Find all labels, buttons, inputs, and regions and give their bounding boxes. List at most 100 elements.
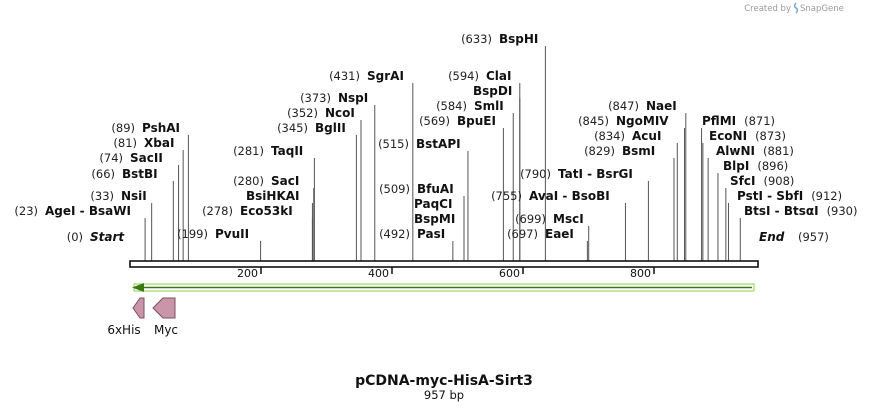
site-enzyme-name[interactable]: BsiHKAI <box>246 189 300 203</box>
site-enzyme-name[interactable]: SacII <box>130 151 163 165</box>
site-enzyme-name[interactable]: AcuI <box>632 129 661 143</box>
site-enzyme-name[interactable]: BspDI <box>473 84 512 98</box>
feature-6xhis[interactable]: 6xHis <box>107 297 145 337</box>
site-position: (697) <box>507 227 538 241</box>
site-enzyme-name[interactable]: PflMI <box>702 114 736 128</box>
restriction-site[interactable]: PflMI (871) <box>702 114 775 128</box>
site-enzyme-name[interactable]: BspHI <box>499 32 538 46</box>
restriction-site[interactable]: SgrAI (431) <box>329 69 404 83</box>
restriction-site[interactable]: NcoI(352) <box>287 106 355 120</box>
site-enzyme-name[interactable]: NaeI <box>646 99 677 113</box>
site-enzyme-name[interactable]: AlwNI <box>716 144 755 158</box>
plasmid-length: 957 bp <box>424 388 464 402</box>
site-enzyme-name[interactable]: BsmI <box>622 144 655 158</box>
site-position: (281) <box>233 144 264 158</box>
site-position: (871) <box>744 114 775 128</box>
restriction-site[interactable]: BfuAI(509) <box>379 182 454 196</box>
site-enzyme-name[interactable]: SgrAI <box>367 69 404 83</box>
site-position: (23) <box>14 204 38 218</box>
site-position: (431) <box>329 69 360 83</box>
site-enzyme-name[interactable]: MscI <box>553 212 584 226</box>
feature-myc-label: Myc <box>154 323 178 337</box>
restriction-site[interactable]: BspMI <box>414 212 455 226</box>
restriction-site[interactable]: BglII(345) <box>277 121 346 135</box>
restriction-site[interactable]: PstI - SbfI(912) <box>737 189 842 203</box>
site-enzyme-name[interactable]: BtsI - BtsαI <box>744 204 819 218</box>
site-enzyme-name[interactable]: AvaI - BsoBI <box>529 189 610 203</box>
site-enzyme-name[interactable]: TaqII <box>271 144 303 158</box>
restriction-site[interactable]: BlpI(896) <box>723 159 788 173</box>
site-enzyme-name[interactable]: AgeI - BsaWI <box>45 204 131 218</box>
site-enzyme-name[interactable]: EcoNI <box>709 129 747 143</box>
site-enzyme-name[interactable]: PasI <box>417 227 445 241</box>
restriction-site[interactable]: AvaI - BsoBI(755) <box>491 189 610 203</box>
site-enzyme-name[interactable]: EaeI <box>545 227 574 241</box>
restriction-site[interactable]: PasI(492) <box>379 227 445 241</box>
site-enzyme-name[interactable]: SmlI <box>474 99 504 113</box>
site-enzyme-name[interactable]: NgoMIV <box>616 114 669 128</box>
restriction-site[interactable]: ClaI(594) <box>448 69 511 83</box>
restriction-site[interactable]: PvuII(199) <box>177 227 249 241</box>
site-enzyme-name[interactable]: NsiI <box>121 189 147 203</box>
restriction-site[interactable]: AlwNI(881) <box>716 144 794 158</box>
site-enzyme-name[interactable]: XbaI <box>144 136 174 150</box>
site-enzyme-name[interactable]: BfuAI <box>417 182 454 196</box>
site-enzyme-name[interactable]: BstBI <box>122 167 158 181</box>
site-enzyme-name[interactable]: BpuEI <box>457 114 496 128</box>
restriction-site[interactable]: SacII(74) <box>99 151 162 165</box>
site-enzyme-name[interactable]: PaqCI <box>414 197 452 211</box>
end-marker: End (957) <box>759 230 829 244</box>
restriction-site[interactable]: BstBI(66) <box>91 167 157 181</box>
restriction-site[interactable]: MscI (699) <box>515 212 584 226</box>
restriction-site[interactable]: EcoNI(873) <box>709 129 786 143</box>
site-position: (790) <box>520 167 551 181</box>
site-position: (834) <box>594 129 625 143</box>
site-position: (699) <box>515 212 546 226</box>
restriction-site[interactable]: AcuI (834) <box>594 129 661 143</box>
restriction-site[interactable]: EaeI (697) <box>507 227 574 241</box>
restriction-site[interactable]: BspHI(633) <box>461 32 538 46</box>
site-enzyme-name[interactable]: TatI - BsrGI <box>558 167 633 181</box>
feature-myc-arrow-icon[interactable] <box>152 297 176 319</box>
restriction-site[interactable]: NsiI (33) <box>90 189 146 203</box>
restriction-site[interactable]: BtsI - BtsαI(930) <box>744 204 858 218</box>
site-enzyme-name[interactable]: BlpI <box>723 159 749 173</box>
site-enzyme-name[interactable]: Eco53kI <box>240 204 293 218</box>
restriction-site[interactable]: BpuEI(569) <box>419 114 496 128</box>
restriction-site[interactable]: TaqII (281) <box>233 144 303 158</box>
restriction-site[interactable]: XbaI(81) <box>113 136 174 150</box>
restriction-site[interactable]: Eco53kI(278) <box>202 204 293 218</box>
start-position: (0) <box>67 230 83 244</box>
restriction-site[interactable]: AgeI - BsaWI (23) <box>14 204 131 218</box>
restriction-site[interactable]: BsmI(829) <box>584 144 655 158</box>
restriction-site[interactable]: PshAI(89) <box>111 121 180 135</box>
sequence-backbone <box>129 260 759 268</box>
site-enzyme-name[interactable]: ClaI <box>486 69 511 83</box>
site-enzyme-name[interactable]: BstAPI <box>416 137 461 151</box>
restriction-site[interactable]: NaeI(847) <box>608 99 677 113</box>
site-enzyme-name[interactable]: PshAI <box>142 121 180 135</box>
restriction-site[interactable]: NspI(373) <box>300 91 368 105</box>
site-enzyme-name[interactable]: PvuII <box>215 227 249 241</box>
site-enzyme-name[interactable]: NcoI <box>325 106 355 120</box>
site-lines <box>144 46 741 261</box>
site-enzyme-name[interactable]: SfcI <box>730 174 755 188</box>
restriction-site[interactable]: NgoMIV(845) <box>578 114 669 128</box>
restriction-site[interactable]: BstAPI(515) <box>378 137 461 151</box>
site-enzyme-name[interactable]: PstI - SbfI <box>737 189 803 203</box>
restriction-site[interactable]: BspDI <box>473 84 512 98</box>
feature-myc[interactable]: Myc <box>152 297 178 337</box>
site-position: (33) <box>90 189 114 203</box>
restriction-site[interactable]: BsiHKAI <box>246 189 300 203</box>
feature-6xhis-arrow-icon[interactable] <box>132 297 145 319</box>
site-enzyme-name[interactable]: BglII <box>315 121 346 135</box>
restriction-site[interactable]: SacI(280) <box>233 174 299 188</box>
restriction-site[interactable]: TatI - BsrGI (790) <box>520 167 633 181</box>
restriction-site[interactable]: SmlI(584) <box>436 99 504 113</box>
site-enzyme-name[interactable]: SacI <box>271 174 299 188</box>
restriction-site[interactable]: SfcI(908) <box>730 174 794 188</box>
site-enzyme-name[interactable]: BspMI <box>414 212 455 226</box>
credit-brand: SnapGene <box>800 4 844 14</box>
site-enzyme-name[interactable]: NspI <box>338 91 368 105</box>
restriction-site[interactable]: PaqCI <box>414 197 452 211</box>
